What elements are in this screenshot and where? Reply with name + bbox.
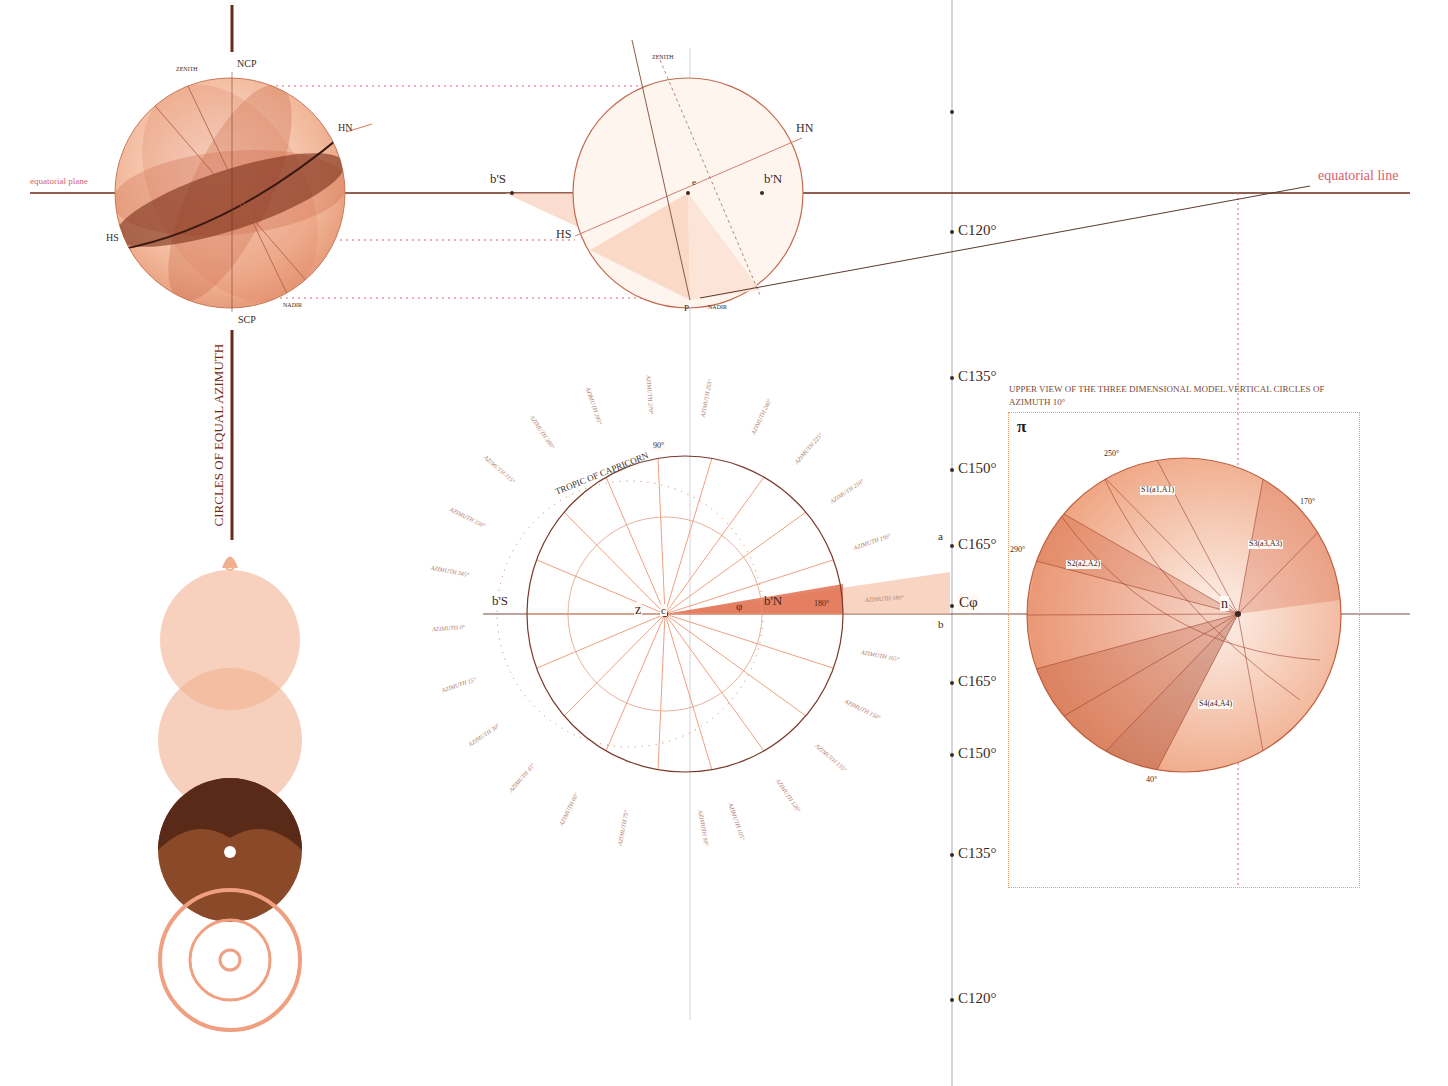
point-label: NADIR — [283, 302, 302, 309]
scale-label: C165° — [958, 536, 997, 553]
azimuth-label: AZIMUTH 270° — [645, 375, 654, 414]
azimuth-label: AZIMUTH 150° — [843, 699, 881, 722]
azimuth-label: AZIMUTH 30° — [467, 723, 500, 749]
point-label: c — [660, 604, 667, 616]
scale-label: Cφ — [958, 594, 979, 611]
view-heading: UPPER VIEW OF THE THREE DIMENSIONAL MODE… — [1009, 383, 1361, 409]
point-label: S4(a4,A4) — [1198, 700, 1233, 709]
celestial-sphere — [106, 53, 372, 332]
scale-label: C135° — [958, 368, 997, 385]
azimuth-label: AZIMUTH 255° — [700, 379, 714, 418]
point-label: HS — [106, 232, 119, 243]
astrolabe-parts — [158, 557, 302, 1031]
point-label: HS — [556, 228, 571, 241]
scale-label: C135° — [958, 845, 997, 862]
plane-label: equatorial plane — [30, 177, 88, 187]
azimuth-label: AZIMUTH 135° — [814, 743, 848, 774]
point-label: e — [692, 178, 696, 188]
scale-label: C120° — [958, 222, 997, 239]
scale-label: C150° — [958, 745, 997, 762]
degree-label: 180° — [814, 600, 829, 609]
angle-label: φ — [736, 600, 742, 612]
plane-symbol: π — [1017, 415, 1026, 440]
azimuth-label: AZIMUTH 315° — [482, 455, 516, 486]
upper-view-circle — [1027, 458, 1341, 772]
point-label: b'N — [764, 172, 782, 186]
point-label: b'N — [764, 594, 782, 608]
azimuth-label: AZIMUTH 45° — [508, 763, 537, 794]
scale-label: C150° — [958, 460, 997, 477]
scale-label: C165° — [958, 673, 997, 690]
view-frame: UPPER VIEW OF THE THREE DIMENSIONAL MODE… — [1008, 412, 1360, 888]
point-label: b'S — [492, 594, 508, 608]
polar-axis — [231, 330, 234, 540]
degree-label: 250° — [1104, 450, 1119, 459]
azimuth-label: AZIMUTH 285° — [584, 387, 603, 426]
polar-axis — [231, 5, 234, 52]
stereographic-projection — [497, 456, 950, 772]
azimuth-label: AZIMUTH 0° — [432, 624, 465, 633]
polar-axis — [232, 72, 233, 312]
point-label: n — [1220, 596, 1229, 611]
azimuth-label: AZIMUTH 330° — [449, 506, 487, 529]
azimuth-label: AZIMUTH 90° — [696, 810, 709, 847]
scale-label: C120° — [958, 990, 997, 1007]
point-label: P — [684, 304, 689, 314]
point-label: HN — [796, 122, 813, 135]
point-label: a — [938, 530, 943, 542]
point-label: ZENITH — [176, 66, 198, 73]
pole-label: NCP — [237, 58, 256, 69]
point-label: NADIR — [708, 304, 727, 311]
degree-label: 290° — [1010, 546, 1025, 555]
azimuth-label: AZIMUTH 345° — [430, 565, 469, 579]
degree-label: 40° — [1146, 776, 1157, 785]
circle-label: TROPIC OF CAPRICORN — [554, 451, 650, 497]
azimuth-label: AZIMUTH 240° — [750, 398, 773, 436]
azimuth-label: AZIMUTH 15° — [441, 676, 477, 694]
azimuth-label: AZIMUTH 75° — [617, 809, 630, 846]
line-label: equatorial line — [1318, 168, 1398, 183]
point-label: S3(a3,A3) — [1248, 540, 1283, 549]
degree-label: 90° — [652, 442, 665, 451]
point-label: b — [938, 618, 944, 630]
point-label: ZENITH — [652, 54, 674, 61]
azimuth-label: AZIMUTH 120° — [774, 778, 801, 814]
point-label: S2(a2,A2) — [1066, 560, 1101, 569]
meridian-section — [505, 40, 1310, 308]
azimuth-label: AZIMUTH 165° — [861, 649, 900, 663]
point-label: S1(a1,A1) — [1140, 486, 1175, 495]
scale-dots — [950, 110, 954, 1002]
azimuth-label: AZIMUTH 300° — [529, 414, 556, 450]
scale-axis — [952, 0, 953, 1086]
azimuth-label: AZIMUTH 210° — [829, 477, 865, 504]
degree-label: 170° — [1300, 498, 1315, 507]
point-label: b'S — [490, 172, 506, 186]
azimuth-label: AZIMUTH 225° — [794, 431, 825, 465]
point-label: HN — [338, 122, 352, 133]
azimuth-label: AZIMUTH 105° — [727, 802, 746, 841]
point-label: z — [634, 602, 642, 617]
azimuth-label: AZIMUTH 195° — [853, 533, 892, 552]
vertical-title: CIRCLES OF EQUAL AZIMUTH — [212, 344, 226, 527]
pole-label: SCP — [238, 314, 256, 325]
azimuth-label: AZIMUTH 60° — [559, 792, 581, 827]
